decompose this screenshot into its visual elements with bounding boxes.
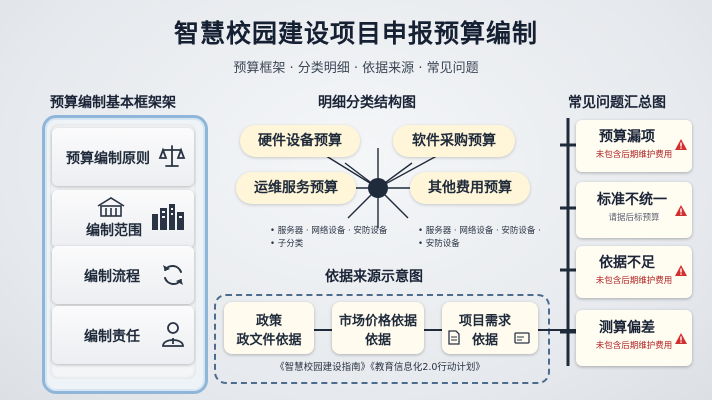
city-icon <box>152 204 184 230</box>
category-maintenance: 运维服务预算 <box>236 172 356 204</box>
sources-dashed-frame <box>214 294 550 384</box>
faq-item-insufficient: 依据不足 未包含后期维护费用 <box>576 246 692 298</box>
faq-item-deviation: 测算偏差 未包含后期维护费用 <box>576 310 692 366</box>
page-subtitle: 预算框架 · 分类明细 · 依据来源 · 常见问题 <box>233 61 479 76</box>
categories-title: 明细分类结构图 <box>318 95 416 111</box>
source-market-line2: 依据 <box>364 333 391 348</box>
sources-title: 依据来源示意图 <box>325 269 423 285</box>
page-title: 智慧校园建设项目申报预算编制 <box>173 19 538 48</box>
source-requirement-line1: 项目需求 <box>458 314 511 329</box>
category-note-left-1: • 服务器 · 网络设备 · 安防设备 <box>270 226 388 236</box>
faq-item-desc: 请据后标预算 <box>608 213 660 223</box>
faq-item-desc: 未包含后期维护费用 <box>595 341 673 351</box>
category-other: 其他费用预算 <box>410 172 530 204</box>
cycle-icon <box>163 265 183 285</box>
framework-card-label: 编制范围 <box>86 223 142 239</box>
framework-card-process: 编制流程 <box>52 246 194 304</box>
framework-card-responsibility: 编制责任 <box>52 306 194 364</box>
warning-icon <box>675 139 687 150</box>
category-software: 软件采购预算 <box>393 125 515 157</box>
faq-item-title: 标准不统一 <box>597 192 667 208</box>
warning-icon <box>675 205 687 216</box>
faq-item-desc: 未包含后期维护费用 <box>595 276 673 286</box>
source-policy-line1: 政策 <box>255 314 282 329</box>
source-market: 市场价格依据 依据 <box>332 302 424 354</box>
framework-card-principles: 预算编制原则 <box>52 128 194 186</box>
faq-item-inconsistent: 标准不统一 请据后标预算 <box>576 182 692 238</box>
category-note-left-2: • 子分类 <box>270 239 304 249</box>
document-icon <box>448 330 460 345</box>
source-policy: 政策 政文件依据 <box>224 302 314 354</box>
faq-item-desc: 未包含后期维护费用 <box>595 150 673 160</box>
card-icon <box>514 332 530 344</box>
warning-icon <box>675 333 687 344</box>
faq-title: 常见问题汇总图 <box>568 95 666 111</box>
faq-item-title: 依据不足 <box>599 255 655 271</box>
category-note-right-1: • 服务器 · 网络设备 · 安防设备 · <box>418 226 541 236</box>
source-requirement: 项目需求 依据 <box>442 302 538 354</box>
faq-timeline <box>560 118 576 366</box>
category-hardware: 硬件设备预算 <box>240 125 360 157</box>
scale-icon <box>158 145 186 167</box>
category-hub-node <box>368 178 388 198</box>
source-requirement-line2: 依据 <box>471 333 498 348</box>
sources-connector-lines <box>314 329 576 331</box>
framework-card-label: 编制流程 <box>84 269 140 285</box>
building-icon <box>97 197 125 217</box>
framework-title: 预算编制基本框架架 <box>50 95 176 111</box>
faq-item-title: 预算漏项 <box>599 129 655 145</box>
sources-reference: 《智慧校园建设指南》《教育信息化2.0行动计划》 <box>275 362 485 373</box>
framework-card-label: 编制责任 <box>84 329 140 345</box>
framework-card-label: 预算编制原则 <box>66 151 150 167</box>
category-connector-lines <box>309 145 456 228</box>
source-policy-line2: 政文件依据 <box>236 333 302 348</box>
source-market-line1: 市场价格依据 <box>338 314 417 329</box>
person-icon <box>162 322 184 347</box>
warning-icon <box>675 265 687 276</box>
framework-card-scope: 编制范围 <box>52 190 194 248</box>
faq-item-omission: 预算漏项 未包含后期维护费用 <box>576 120 692 172</box>
faq-item-title: 测算偏差 <box>599 320 655 336</box>
category-note-right-2: • 安防设备 <box>418 239 460 249</box>
